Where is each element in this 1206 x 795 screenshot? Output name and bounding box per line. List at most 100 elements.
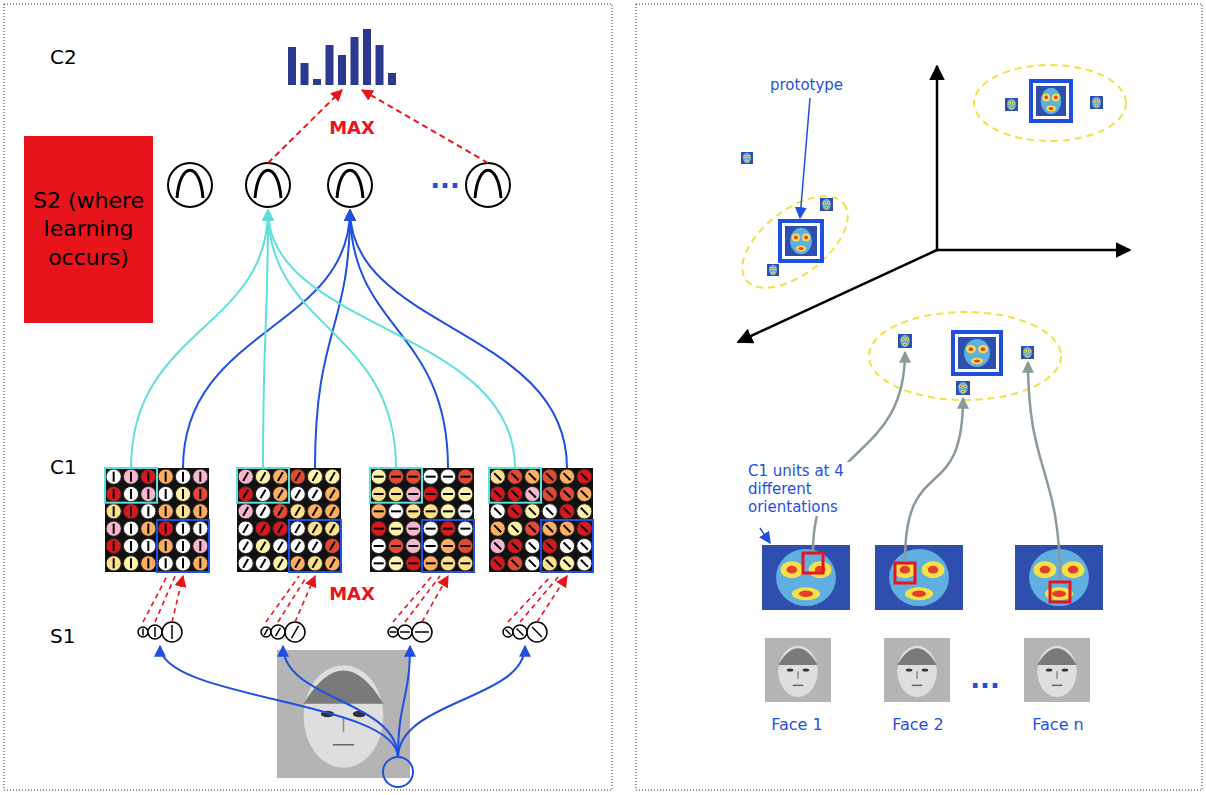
illustration-part bbox=[780, 221, 822, 261]
illustration-part bbox=[123, 521, 138, 536]
illustration-part bbox=[343, 717, 345, 732]
illustration-part bbox=[794, 236, 798, 240]
illustration-part bbox=[307, 486, 322, 501]
illustration-part bbox=[123, 556, 138, 571]
illustration-part bbox=[370, 468, 422, 503]
illustration-part bbox=[130, 472, 132, 482]
illustration-part bbox=[797, 671, 799, 679]
illustration-part bbox=[443, 493, 453, 495]
illustration-part bbox=[165, 472, 167, 482]
illustration-part bbox=[423, 521, 438, 536]
illustration-part bbox=[313, 490, 318, 499]
illustration-part bbox=[313, 559, 318, 568]
illustration-part bbox=[1031, 81, 1071, 121]
illustration-part bbox=[771, 272, 775, 274]
illustration-part bbox=[182, 489, 184, 499]
illustration-part bbox=[325, 469, 340, 484]
illustration-part bbox=[199, 506, 201, 516]
illustration-part bbox=[238, 538, 253, 553]
illustration-part bbox=[525, 504, 540, 519]
illustration-part bbox=[266, 576, 299, 622]
illustration-part bbox=[307, 521, 322, 536]
illustration-part bbox=[426, 493, 436, 495]
illustration-part bbox=[790, 228, 812, 254]
illustration-part bbox=[271, 625, 285, 639]
c1-heatmap bbox=[762, 545, 850, 610]
illustration-part bbox=[268, 210, 515, 468]
illustration-part bbox=[936, 66, 939, 250]
illustration-part bbox=[1005, 98, 1018, 111]
c2-histogram bbox=[288, 29, 396, 85]
illustration-part bbox=[105, 468, 209, 572]
illustration-part bbox=[123, 504, 138, 519]
illustration-part bbox=[1046, 668, 1053, 671]
illustration-part bbox=[295, 576, 315, 622]
illustration-part bbox=[772, 272, 774, 273]
illustration-part bbox=[770, 267, 773, 270]
illustration-part bbox=[741, 152, 753, 164]
c1-heatmap bbox=[741, 152, 753, 164]
illustration-part bbox=[828, 202, 830, 204]
illustration-part bbox=[542, 538, 557, 553]
illustration-part bbox=[147, 541, 149, 551]
illustration-part bbox=[147, 524, 149, 534]
illustration-part bbox=[255, 170, 281, 198]
face-label: Face 2 bbox=[890, 715, 945, 734]
illustration-part bbox=[529, 490, 536, 497]
illustration-part bbox=[1094, 100, 1096, 102]
illustration-part bbox=[426, 528, 436, 530]
illustration-part bbox=[371, 469, 386, 484]
illustration-part bbox=[900, 335, 910, 347]
illustration-part bbox=[971, 358, 983, 364]
illustration-part bbox=[351, 37, 359, 85]
illustration-part bbox=[507, 486, 522, 501]
illustration-part bbox=[147, 506, 149, 516]
illustration-part bbox=[1008, 101, 1011, 104]
illustration-part bbox=[963, 385, 967, 389]
illustration-part bbox=[964, 385, 966, 387]
illustration-part bbox=[113, 541, 115, 551]
illustration-part bbox=[922, 561, 945, 578]
illustration-part bbox=[1029, 350, 1031, 352]
illustration-part bbox=[458, 486, 473, 501]
illustration-part bbox=[1037, 648, 1077, 665]
prototype-box bbox=[953, 332, 1001, 374]
illustration-part bbox=[508, 576, 551, 622]
illustration-part bbox=[408, 528, 418, 530]
illustration-part bbox=[237, 468, 341, 572]
illustration-part bbox=[905, 398, 963, 561]
illustration-part bbox=[165, 506, 167, 516]
illustration-part bbox=[1028, 349, 1031, 352]
illustration-part bbox=[1028, 362, 1060, 580]
illustration-part bbox=[243, 472, 248, 481]
illustration-part bbox=[158, 504, 173, 519]
illustration-part bbox=[1095, 105, 1097, 106]
illustration-part bbox=[273, 504, 288, 519]
illustration-part bbox=[458, 469, 473, 484]
illustration-part bbox=[106, 538, 121, 553]
illustration-part bbox=[141, 521, 156, 536]
illustration-part bbox=[273, 521, 288, 536]
illustration-part bbox=[760, 528, 770, 543]
illustration-part bbox=[774, 268, 775, 269]
illustration-part bbox=[507, 504, 522, 519]
illustration-part bbox=[460, 493, 470, 495]
illustration-part bbox=[820, 198, 833, 211]
illustration-part bbox=[158, 521, 173, 536]
c1-heatmap bbox=[767, 264, 779, 276]
illustration-part bbox=[278, 524, 283, 533]
illustration-part bbox=[313, 507, 318, 516]
illustration-part bbox=[793, 685, 804, 687]
input-arrows bbox=[160, 646, 525, 787]
illustration-part bbox=[956, 335, 998, 371]
illustration-part bbox=[525, 469, 540, 484]
illustration-part bbox=[423, 469, 438, 484]
illustration-part bbox=[243, 524, 248, 533]
illustration-part bbox=[905, 587, 933, 600]
c1-heatmap bbox=[875, 545, 963, 610]
illustration-part bbox=[171, 625, 173, 639]
illustration-part bbox=[285, 622, 305, 642]
illustration-part bbox=[783, 224, 819, 258]
s2-units bbox=[168, 163, 510, 207]
illustration-part bbox=[1042, 94, 1050, 102]
